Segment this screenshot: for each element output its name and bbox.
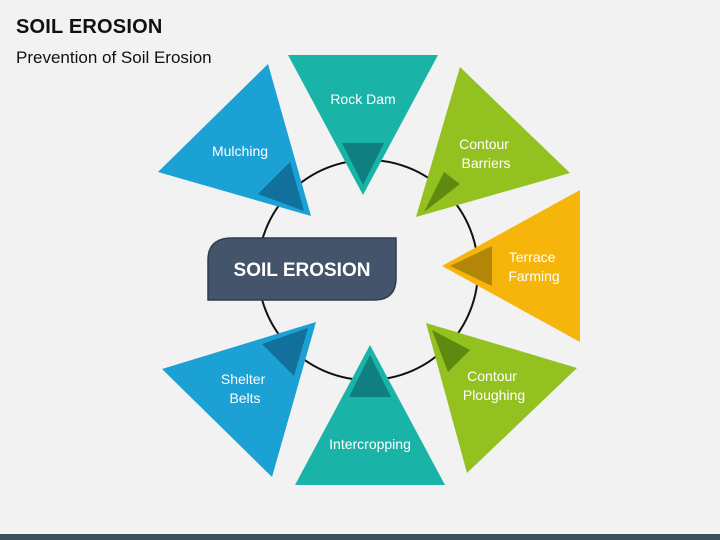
method-label: Shelter Belts bbox=[221, 371, 269, 406]
method-shelter-belts: Shelter Belts bbox=[162, 322, 316, 477]
method-mulching: Mulching bbox=[158, 64, 311, 216]
method-rock-dam: Rock Dam bbox=[288, 55, 438, 195]
page-title: SOIL EROSION bbox=[16, 16, 163, 38]
method-label: Mulching bbox=[212, 143, 268, 159]
method-label: Contour Ploughing bbox=[463, 368, 525, 403]
center-box: SOIL EROSION bbox=[207, 237, 397, 301]
bottom-bar bbox=[0, 534, 720, 540]
method-terrace-farming: Terrace Farming bbox=[442, 190, 580, 342]
method-label: Contour Barriers bbox=[459, 136, 513, 171]
method-contour-ploughing: Contour Ploughing bbox=[426, 323, 577, 473]
method-label: Terrace Farming bbox=[508, 249, 559, 284]
method-label: Intercropping bbox=[329, 436, 411, 452]
center-label: SOIL EROSION bbox=[234, 260, 371, 281]
method-label: Rock Dam bbox=[330, 91, 395, 107]
page-subtitle: Prevention of Soil Erosion bbox=[16, 48, 212, 67]
method-intercropping: Intercropping bbox=[295, 345, 445, 485]
method-contour-barriers: Contour Barriers bbox=[416, 67, 570, 217]
